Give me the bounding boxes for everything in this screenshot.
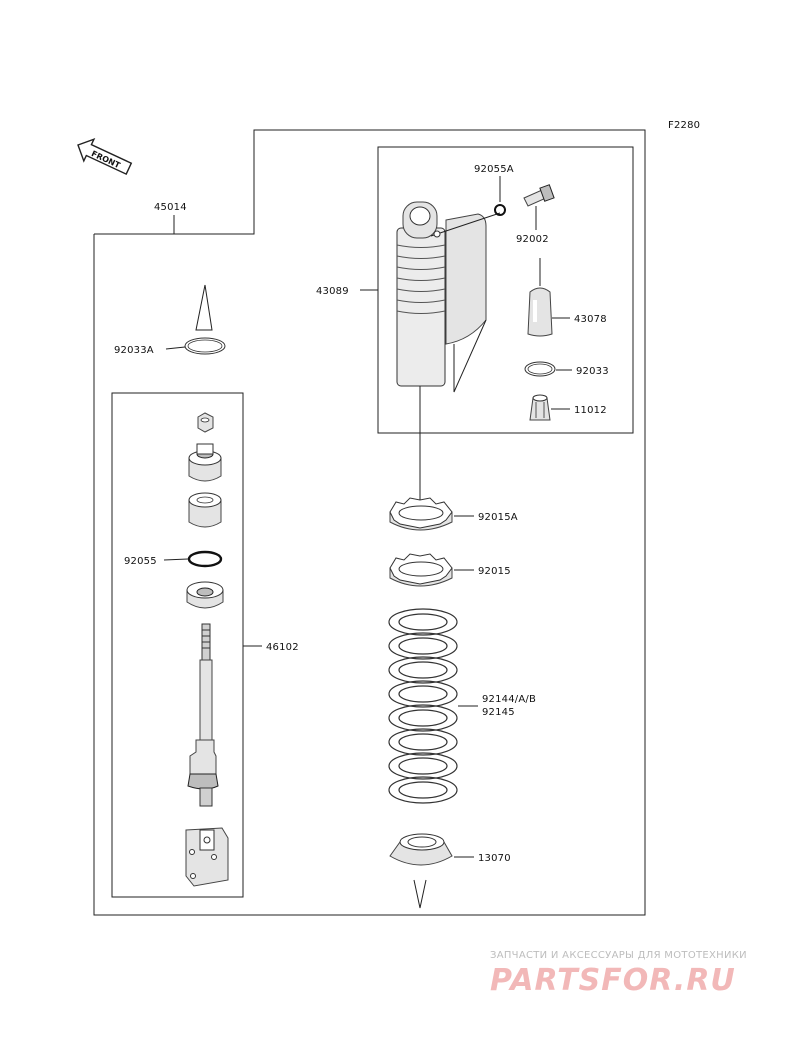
label-92145: 92145 [482, 707, 515, 718]
label-92002: 92002 [516, 234, 549, 245]
figure-code: F2280 [668, 120, 700, 131]
o-ring-92055 [187, 550, 223, 568]
ring-92033 [524, 361, 556, 377]
valve-11012 [529, 394, 551, 421]
center-axis-lower [413, 879, 427, 909]
label-92015: 92015 [478, 566, 511, 577]
label-13070: 13070 [478, 853, 511, 864]
coil-spring [388, 608, 458, 804]
bolt-92002 [523, 184, 555, 207]
bushing-lower [188, 492, 222, 528]
label-46102: 46102 [266, 642, 299, 653]
damper-rod [187, 623, 219, 807]
front-arrow-icon: FRONT [77, 137, 133, 176]
label-92144: 92144/A/B [482, 694, 536, 705]
watermark: ЗАПЧАСТИ И АКСЕССУАРЫ ДЛЯ МОТОТЕХНИКИ PA… [490, 950, 790, 998]
clevis [185, 827, 229, 887]
o-ring-92055a [494, 204, 506, 216]
watermark-tagline: ЗАПЧАСТИ И АКСЕССУАРЫ ДЛЯ МОТОТЕХНИКИ [490, 950, 747, 961]
label-92055: 92055 [124, 556, 157, 567]
bushing-upper [188, 443, 222, 482]
label-92015a: 92015A [478, 512, 518, 523]
shock-body [396, 201, 501, 393]
washer-cap [186, 581, 224, 609]
label-43089: 43089 [316, 286, 349, 297]
label-45014: 45014 [154, 202, 187, 213]
cap-43078 [527, 258, 553, 337]
watermark-logo: PARTSFOR.RU [490, 963, 736, 998]
spring-seat-13070 [389, 833, 453, 866]
leader-92033a [165, 346, 186, 350]
box-46102 [111, 392, 244, 898]
nut [197, 412, 214, 433]
label-92033a: 92033A [114, 345, 154, 356]
label-11012: 11012 [574, 405, 607, 416]
label-92033: 92033 [576, 366, 609, 377]
snap-ring-92033a [184, 284, 226, 355]
assembly-outline [93, 129, 646, 916]
label-43078: 43078 [574, 314, 607, 325]
spring-nut-92015a [389, 497, 453, 531]
spring-nut-92015 [389, 553, 453, 587]
label-92055a: 92055A [474, 164, 514, 175]
leader-92055 [163, 558, 189, 561]
